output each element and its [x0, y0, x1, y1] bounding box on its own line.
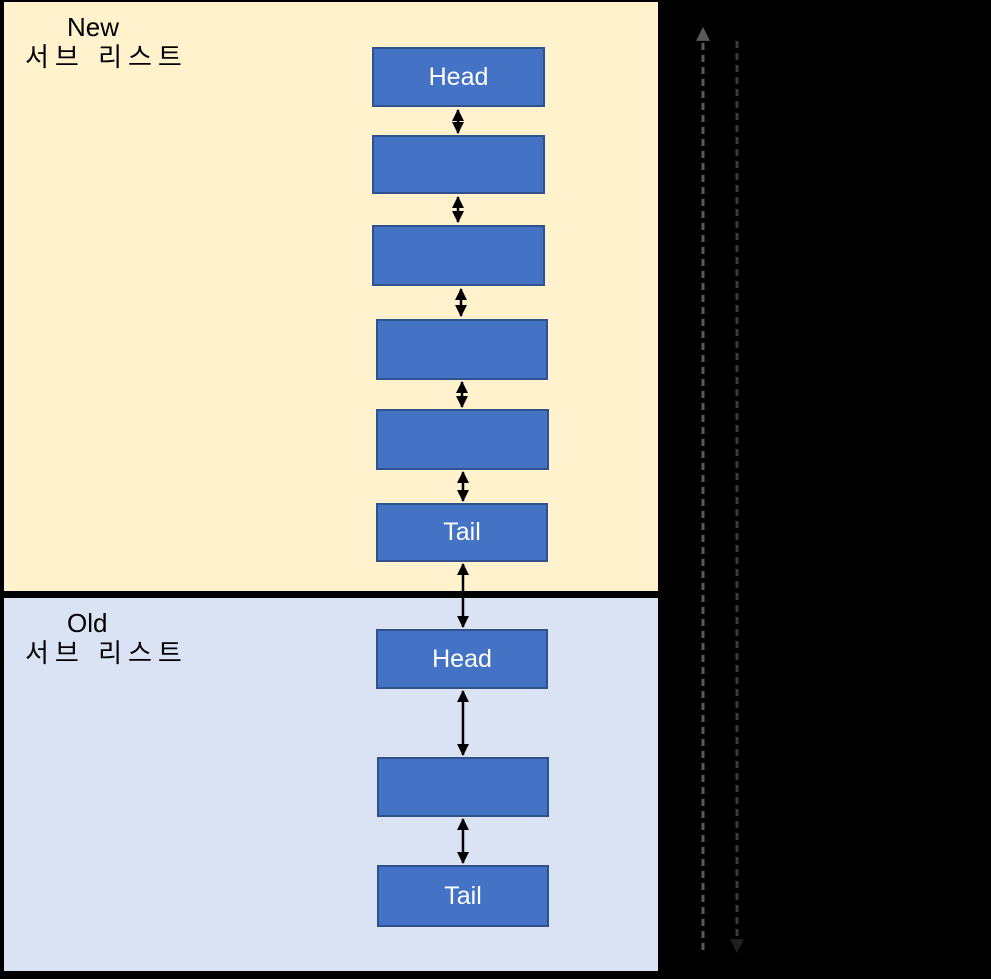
node-new-4 — [376, 319, 548, 380]
new-sublist-label-line2: 서브 리스트 — [25, 42, 188, 72]
node-old-2 — [377, 757, 549, 817]
node-new-5 — [376, 409, 549, 470]
new-sublist-label-line1: New — [67, 12, 120, 42]
node-new-2 — [372, 135, 545, 194]
old-sublist-region: Old 서브 리스트 — [4, 598, 658, 971]
node-new-head: Head — [372, 47, 545, 107]
old-sublist-label-line2: 서브 리스트 — [25, 638, 188, 668]
old-sublist-label: Old 서브 리스트 — [25, 608, 188, 668]
node-old-tail: Tail — [377, 865, 549, 927]
new-sublist-region: New 서브 리스트 — [4, 2, 658, 591]
node-new-3 — [372, 225, 545, 286]
node-new-tail: Tail — [376, 503, 548, 562]
old-sublist-label-line1: Old — [67, 608, 108, 638]
node-old-head: Head — [376, 629, 548, 689]
new-sublist-label: New 서브 리스트 — [25, 12, 188, 72]
